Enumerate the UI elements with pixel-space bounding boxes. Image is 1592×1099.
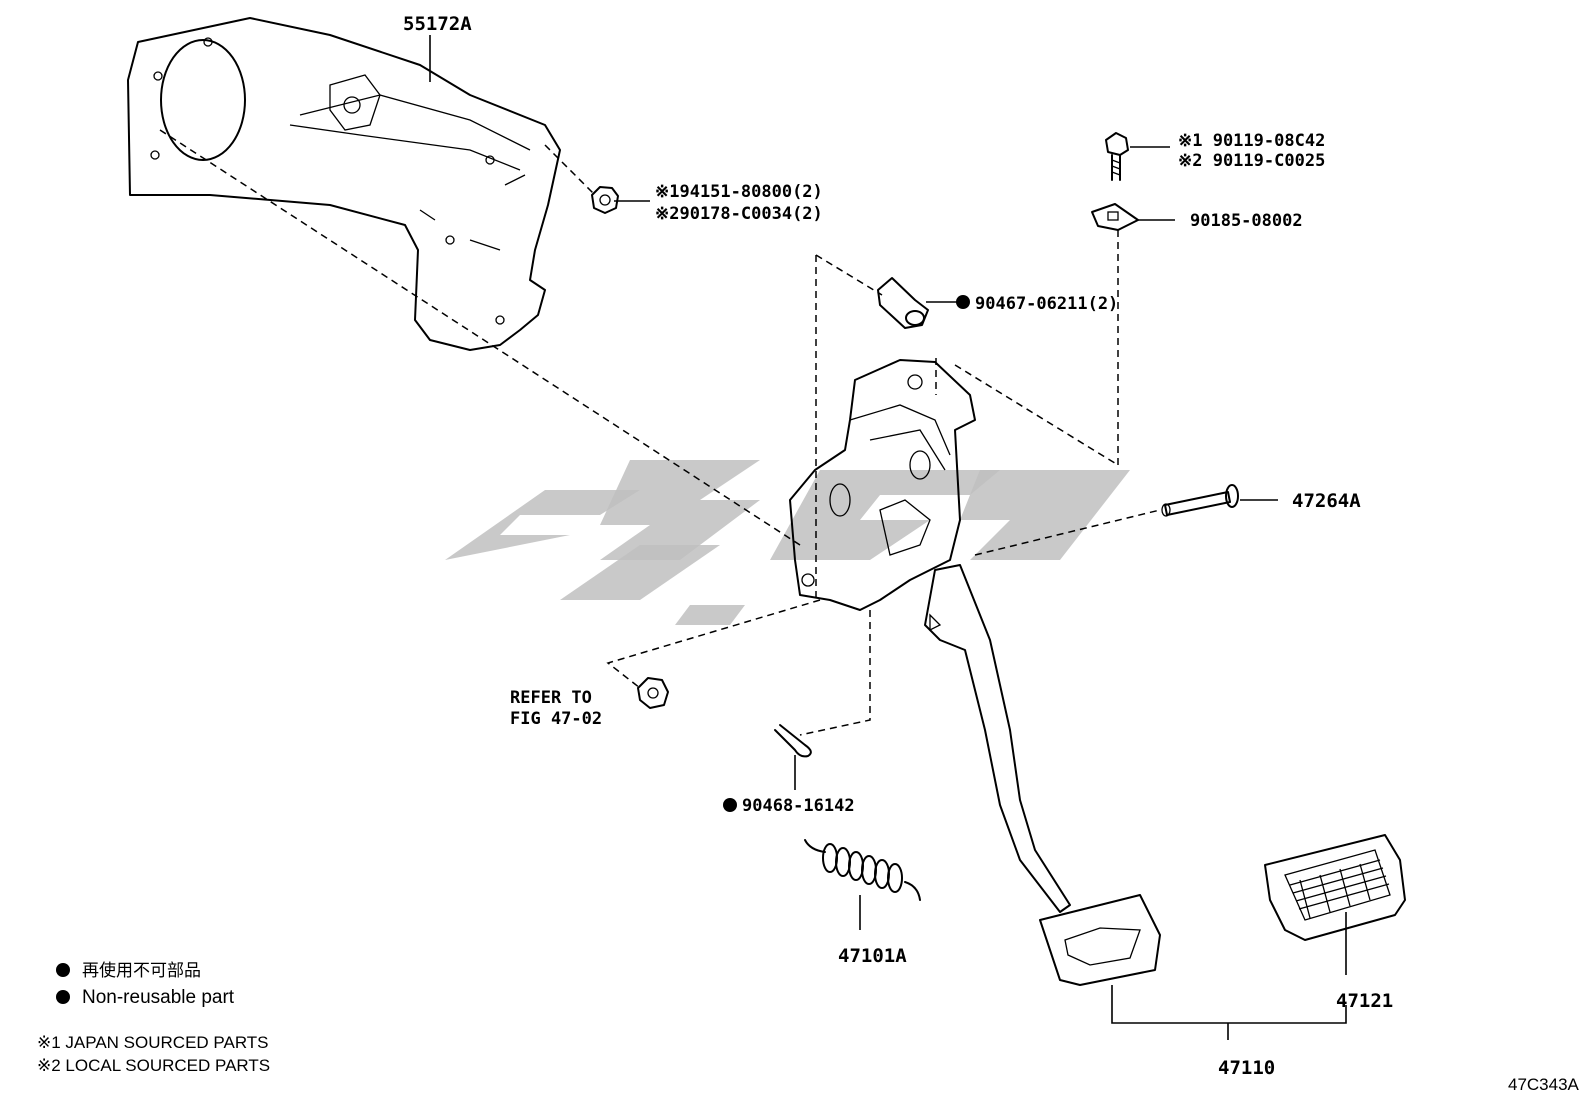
pedal-bracket-part [127,17,561,351]
label-nut-note1: ※194151-80800(2) [655,182,823,202]
lower-nut-part [637,677,669,709]
stop-light-switch-part [877,277,929,329]
legend-english-text: Non-reusable part [82,987,235,1008]
label-spring: 47101A [838,945,907,967]
label-clip-nut: 90185-08002 [1190,211,1303,231]
label-stop-light-switch: 90467-06211(2) [975,294,1118,314]
pedal-support-part [789,359,976,611]
brake-pedal-arm-part [924,564,1161,986]
legend-dot-english [56,990,70,1004]
pedal-pad-part [1264,834,1406,941]
legend-note1: ※1 JAPAN SOURCED PARTS [37,1033,269,1052]
label-pedal-assy: 47110 [1218,1057,1275,1079]
leader-lines [429,35,1347,1040]
legend-dot-japanese [56,963,70,977]
label-nut-note2: ※290178-C0034(2) [655,204,823,224]
figure-code: 47C343A [1508,1075,1580,1094]
non-reusable-dot-cotter [723,798,737,812]
legend-note2: ※2 LOCAL SOURCED PARTS [37,1056,270,1075]
label-refer-line1: REFER TO [510,688,592,708]
label-cotter-pin: 90468-16142 [742,796,855,816]
label-pin: 47264A [1292,490,1361,512]
return-spring-part [804,839,921,901]
label-bolt-note2: ※2 90119-C0025 [1178,151,1325,171]
cotter-pin-part [774,724,812,758]
label-bracket: 55172A [403,13,472,35]
legend-japanese-text: 再使用不可部品 [82,960,201,980]
watermark-logo [445,460,1130,625]
flange-nut-part [591,186,619,214]
label-pedal-pad: 47121 [1336,990,1393,1012]
pedal-pin-part [1161,484,1239,517]
pad-tread-pattern [1289,859,1390,919]
bolt-part [1105,132,1129,181]
label-bolt-note1: ※1 90119-08C42 [1178,131,1325,151]
clip-nut-part [1091,203,1139,231]
non-reusable-dot-switch [956,295,970,309]
label-refer-line2: FIG 47-02 [510,709,602,729]
assembly-dashed-lines [159,129,1161,736]
